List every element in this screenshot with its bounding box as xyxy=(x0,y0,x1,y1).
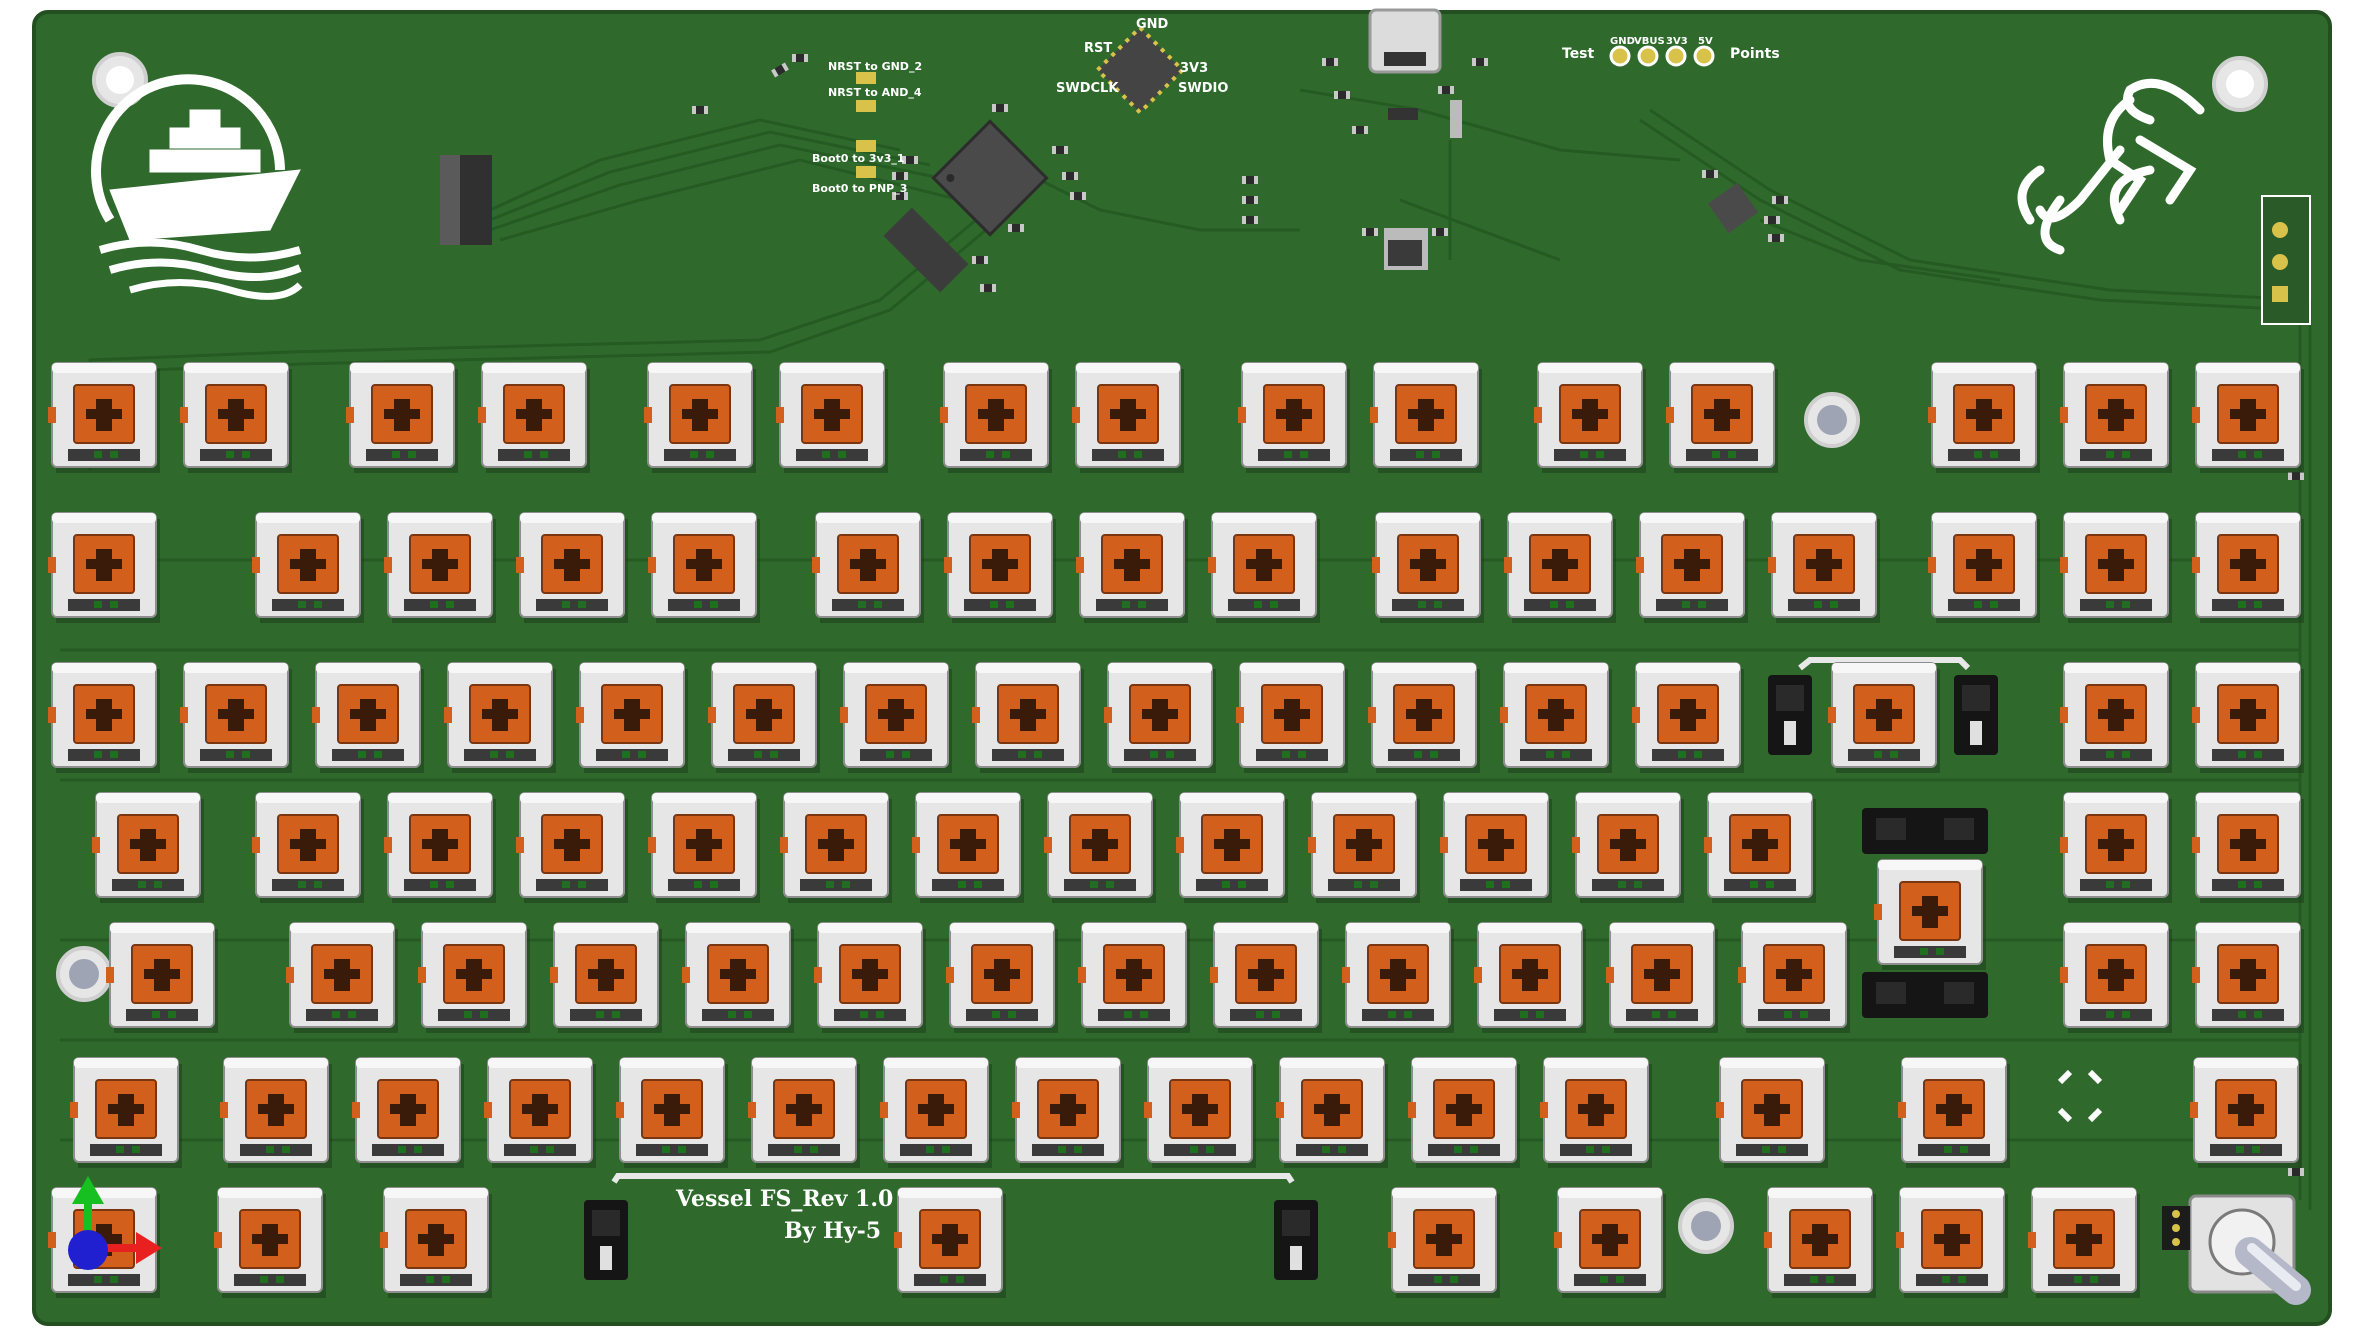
axis-gizmo-icon xyxy=(68,1176,162,1270)
label-boot0-3v3: Boot0 to 3v3_1 xyxy=(812,152,905,165)
board-title: Vessel FS_Rev 1.0 xyxy=(675,1186,893,1212)
label-boot0-pnp: Boot0 to PNP_3 xyxy=(812,182,907,195)
label-tp-3v3: 3V3 xyxy=(1666,36,1688,47)
label-rst: RST xyxy=(1084,41,1112,56)
silkscreen-labels: NRST to GND_2 NRST to AND_4 Boot0 to 3v3… xyxy=(675,17,1780,1244)
label-gnd: GND xyxy=(1136,17,1169,32)
label-points: Points xyxy=(1730,46,1780,62)
scorpion-logo-icon xyxy=(2017,78,2205,255)
label-test: Test xyxy=(1562,46,1595,62)
label-3v3: 3V3 xyxy=(1180,61,1208,76)
ship-logo-icon xyxy=(91,74,303,300)
label-swdclk: SWDCLK xyxy=(1056,81,1119,96)
top-electronics xyxy=(440,8,2311,1176)
label-tp-vbus: VBUS xyxy=(1634,36,1665,47)
board-author: By Hy-5 xyxy=(784,1218,881,1244)
label-swdio: SWDIO xyxy=(1178,81,1228,96)
label-tp-5v: 5V xyxy=(1698,36,1713,47)
label-nrst-gnd: NRST to GND_2 xyxy=(828,60,922,73)
rotary-encoder-icon xyxy=(2162,1194,2311,1305)
key-switches xyxy=(47,362,2305,1299)
label-tp-gnd: GND xyxy=(1610,36,1635,47)
label-nrst-and: NRST to AND_4 xyxy=(828,86,922,99)
